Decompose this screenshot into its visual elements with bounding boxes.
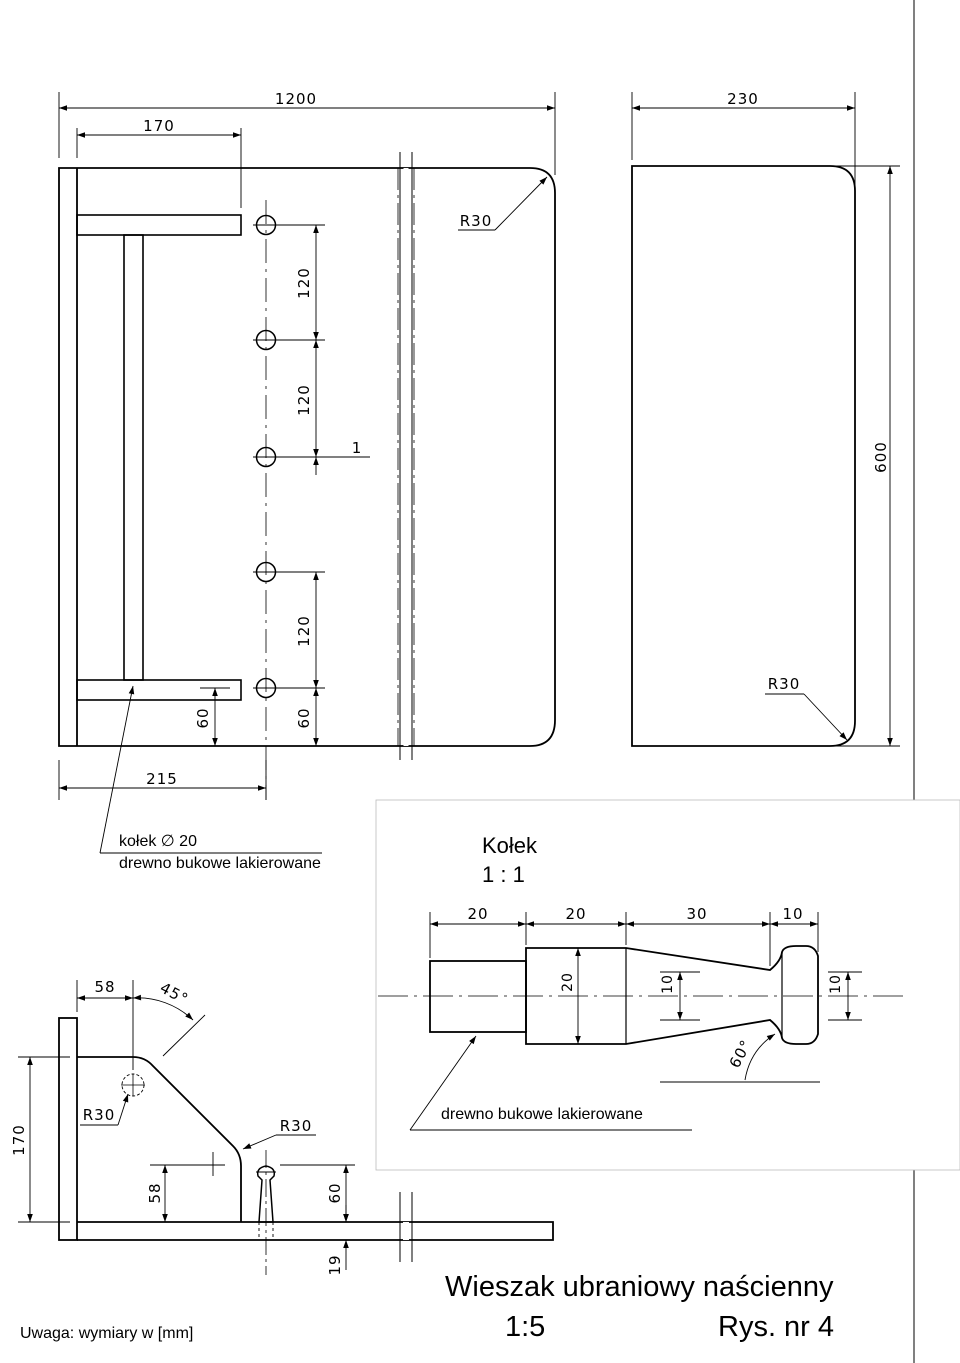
front-dimensions [58,92,556,800]
dim-120-a: 120 [295,267,313,299]
bracket-dimensions [18,980,355,1270]
peg-head-dim: 10 [828,974,844,994]
dim-60-b: 60 [194,707,212,728]
peg-callout-line1: kołek ∅ 20 [119,833,197,850]
dim-170-top: 170 [143,117,175,135]
dim-58-side: 58 [146,1182,164,1203]
peg-detail-drawing [378,945,905,1045]
angle-45: 45° [157,979,192,1009]
drawing-scale: 1:5 [505,1311,545,1343]
side-dimension-text: 230 600 R30 [727,90,890,693]
peg-holes [253,214,279,699]
dim-230: 230 [727,90,759,108]
peg-dim-1: 20 [467,905,488,923]
units-note: Uwaga: wymiary w [mm] [20,1325,193,1342]
dim-60-side: 60 [326,1182,344,1203]
peg-tenon [429,960,527,1033]
r30-front-label: R30 [460,212,493,230]
peg-callout-line2: drewno bukowe lakierowane [119,855,321,872]
dim-1200: 1200 [275,90,317,108]
drawing-title: Wieszak ubraniowy naścienny [445,1271,834,1303]
dim-58-top: 58 [94,978,115,996]
front-view [58,152,556,800]
peg-angle: 60° [726,1036,756,1071]
dim-170-side: 170 [10,1124,28,1156]
peg-dim-3: 30 [686,905,707,923]
shelf-board-section [77,1221,554,1241]
bracket-dimension-text: 58 45° 170 R30 R30 58 60 19 [10,978,344,1276]
r30-bracket-b: R30 [280,1117,313,1135]
r30-bracket-a: R30 [83,1106,116,1124]
peg-shank-dim: 20 [560,972,576,992]
peg-detail-scale: 1 : 1 [482,862,525,887]
front-dimension-text: 1200 170 120 120 1 120 60 60 215 R30 [143,90,493,788]
dim-600: 600 [872,441,890,473]
side-view [631,165,856,747]
drawing-number: Rys. nr 4 [718,1311,834,1343]
side-board-outline [631,165,856,747]
dim-120-c: 120 [295,615,313,647]
peg-body [525,945,819,1045]
dim-120-b: 120 [295,384,313,416]
dim-19: 19 [326,1254,344,1275]
dim-60-a: 60 [295,707,313,728]
peg-dim-2: 20 [565,905,586,923]
side-dimensions [631,92,900,747]
peg-dim-4: 10 [782,905,803,923]
r30-side-label: R30 [768,675,801,693]
back-board-outline [58,167,556,747]
break-line [399,152,413,760]
dim-1: 1 [352,439,363,457]
lower-arm [76,679,242,701]
peg-detail-title: Kołek [482,833,538,858]
wall-board-section [58,1017,78,1241]
peg-material: drewno bukowe lakierowane [441,1106,643,1123]
vertical-rail [123,234,144,681]
peg-detail-dimensions [409,912,862,1131]
sheet-frame [375,0,960,1363]
peg-detail-text: 20 20 30 10 20 10 10 60° drewno bukowe l… [441,905,844,1123]
peg-callout [99,685,322,854]
peg-cone-dim: 10 [660,974,676,994]
bracket-profile [77,1056,242,1222]
upper-arm [76,214,242,236]
dim-215: 215 [146,770,178,788]
